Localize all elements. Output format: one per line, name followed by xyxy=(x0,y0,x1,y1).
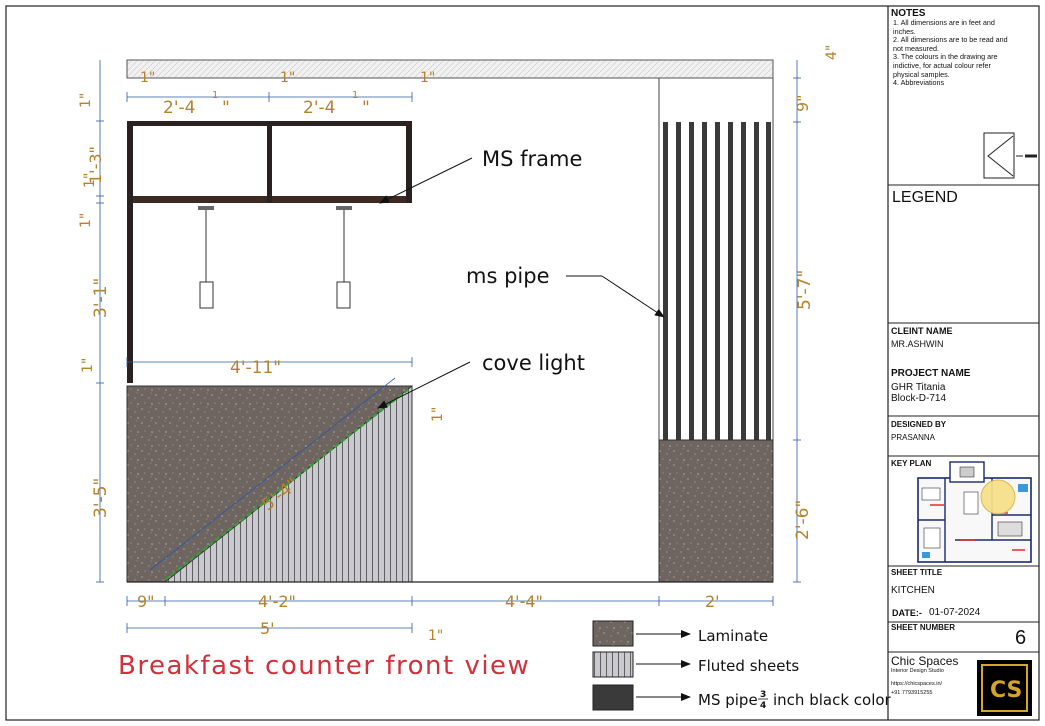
ms-pipe xyxy=(715,122,720,440)
note-line: not measured. xyxy=(893,43,939,53)
ms-pipe xyxy=(741,122,746,440)
dim-left-1b: 1" xyxy=(82,173,98,188)
dimension-lines xyxy=(96,60,801,633)
key-plan-image xyxy=(917,461,1032,563)
dim-left-1-3: 1'-3" xyxy=(86,146,105,184)
dim-shelf-w2: 2'-4 xyxy=(303,98,335,118)
dim-bottom-2: 2' xyxy=(705,592,720,611)
ms-pipe xyxy=(676,122,681,440)
dim-bottom-4-4: 4'-4" xyxy=(505,592,543,611)
company-web: https://chicspaces.in/ xyxy=(891,681,943,687)
dim-shelf-w2-frac: 1 xyxy=(352,90,358,101)
legend-pipe-frac-den: 4 xyxy=(760,701,766,711)
note-line: 2. All dimensions are to be read and xyxy=(893,35,1008,45)
dim-shelf-w2-in: " xyxy=(362,98,370,118)
dim-right-9: 9" xyxy=(793,94,812,112)
logo-letters: CS xyxy=(990,678,1022,703)
notes-heading: NOTES xyxy=(891,8,926,19)
company-logo: CS xyxy=(977,660,1032,716)
abbreviation-symbol-icon xyxy=(983,132,1037,179)
date-label: DATE:- xyxy=(892,608,922,618)
key-plan-label: KEY PLAN xyxy=(891,459,932,468)
sheet-border xyxy=(5,5,1040,721)
callout-ms-frame: MS frame xyxy=(482,147,582,171)
swatch-pipe xyxy=(592,684,634,711)
note-line: inches. xyxy=(893,26,916,36)
note-line: indictive, for actual colour refer xyxy=(893,60,991,70)
dim-left-3-1: 3'-1" xyxy=(91,278,111,318)
dim-shelf-w1-in: " xyxy=(222,98,230,118)
legend-heading: LEGEND xyxy=(892,189,958,206)
dim-top-1c: 1" xyxy=(420,70,435,86)
notes-list: 1. All dimensions are in feet and inches… xyxy=(893,18,1037,88)
company-tagline: Interior Design Studio xyxy=(891,668,944,674)
dim-bottom-5: 5' xyxy=(260,619,275,638)
callout-leader-ms-frame xyxy=(379,157,473,204)
legend-pipe-frac-num: 3 xyxy=(760,690,766,700)
date-value: 01-07-2024 xyxy=(929,607,981,618)
ms-pipe xyxy=(689,122,694,440)
dim-left-1d: 1" xyxy=(80,358,96,373)
sheet-number-value: 6 xyxy=(1015,627,1027,649)
ms-pipe xyxy=(702,122,707,440)
dim-bottom-4-2: 4'-2" xyxy=(258,592,296,611)
designed-value: PRASANNA xyxy=(891,433,936,442)
ms-pipe-group xyxy=(663,122,771,440)
cove-light-strip xyxy=(164,388,410,581)
legend-label-pipe-suffix: inch black color xyxy=(773,691,892,709)
dim-counter-4-11: 4'-11" xyxy=(230,358,281,378)
legend-label-fluted: Fluted sheets xyxy=(698,657,799,675)
sheet-title-value: KITCHEN xyxy=(891,585,935,596)
swatch-laminate xyxy=(592,620,634,647)
dim-top-1a: 1" xyxy=(140,70,155,86)
dim-left-1c: 1" xyxy=(78,213,94,228)
dim-top-right: 4" xyxy=(824,45,840,60)
note-line: 1. All dimensions are in feet and xyxy=(893,18,995,27)
callout-ms-pipe: ms pipe xyxy=(466,264,550,288)
client-label: CLEINT NAME xyxy=(891,326,953,336)
dim-bottom-9: 9" xyxy=(137,592,155,611)
dim-top-1b: 1" xyxy=(280,70,295,86)
right-laminate-panel xyxy=(658,439,774,583)
dim-left-1a: 1" xyxy=(78,93,94,108)
callout-leader-cove-light xyxy=(377,361,471,409)
callout-cove-light: cove light xyxy=(482,351,585,375)
legend-label-pipe: MS pipe xyxy=(698,691,758,709)
company-name: Chic Spaces xyxy=(891,654,959,668)
company-phone: +91 7793915255 xyxy=(891,690,933,696)
drawing-title: Breakfast counter front view xyxy=(118,651,530,681)
dim-shelf-w1: 2'-4 xyxy=(163,98,195,118)
dim-shelf-w1-frac: 1 xyxy=(212,90,218,101)
note-line: physical samples. xyxy=(893,69,950,79)
pendant-light-left xyxy=(198,206,214,309)
legend-label-laminate: Laminate xyxy=(698,627,768,645)
project-value-1: GHR Titania xyxy=(891,382,946,393)
client-value: MR.ASHWIN xyxy=(891,339,944,349)
ceiling-slab xyxy=(126,59,774,79)
note-line: 4. Abbreviations xyxy=(893,78,945,88)
dim-bottom-1: 1" xyxy=(428,628,443,644)
title-block-rows xyxy=(888,184,1039,653)
material-legend: Laminate Fluted sheets MS pipe 3 4 inch … xyxy=(592,620,892,711)
project-value-2: Block-D-714 xyxy=(891,393,947,404)
callout-leader-ms-pipe xyxy=(601,275,665,318)
ms-pipe xyxy=(663,122,668,440)
ms-pipe xyxy=(766,122,771,440)
ms-frame xyxy=(127,121,412,383)
sheet-number-label: SHEET NUMBER xyxy=(891,623,956,632)
swatch-fluted xyxy=(592,651,634,678)
designed-label: DESIGNED BY xyxy=(891,420,947,429)
dim-left-3-5: 3'-5" xyxy=(91,478,111,518)
ms-pipe xyxy=(728,122,733,440)
ms-pipe xyxy=(754,122,759,440)
dim-cove-1: 1" xyxy=(430,407,446,422)
sheet-title-label: SHEET TITLE xyxy=(891,568,943,577)
pendant-light-right xyxy=(336,206,352,309)
note-line: 3. The colours in the drawing are xyxy=(893,52,998,62)
project-label: PROJECT NAME xyxy=(891,368,971,379)
dim-right-5-7: 5'-7" xyxy=(795,270,815,310)
dim-right-2-6: 2'-6" xyxy=(793,500,813,540)
